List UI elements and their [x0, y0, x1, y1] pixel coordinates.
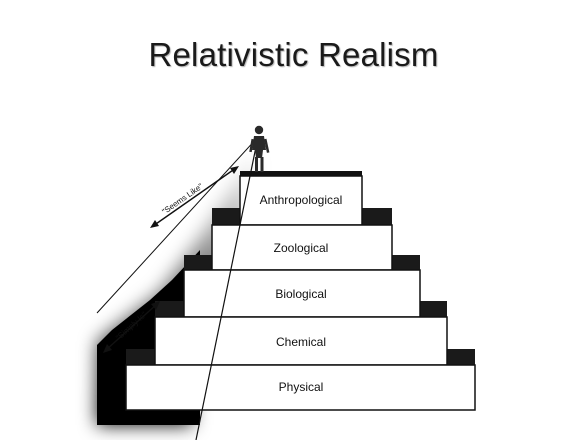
tier-label-physical: Physical: [279, 380, 324, 394]
observer-figure-icon: [249, 125, 270, 172]
seems-like-label: "Seems Like": [161, 182, 205, 217]
tier-label-zoological: Zoological: [274, 241, 329, 255]
tier-physical: Physical: [125, 364, 476, 411]
tier-label-biological: Biological: [275, 287, 326, 301]
tier-label-anthropological: Anthropological: [260, 193, 343, 207]
tier-biological: Biological: [183, 269, 421, 318]
sight-lines: [96, 136, 259, 440]
tier-chemical: Chemical: [154, 316, 448, 366]
tier-label-chemical: Chemical: [276, 335, 326, 349]
step-caps: [126, 171, 475, 365]
tier-zoological: Zoological: [211, 224, 393, 271]
slide-title: Relativistic Realism: [148, 36, 439, 73]
tier-anthropological: Anthropological: [239, 175, 363, 226]
